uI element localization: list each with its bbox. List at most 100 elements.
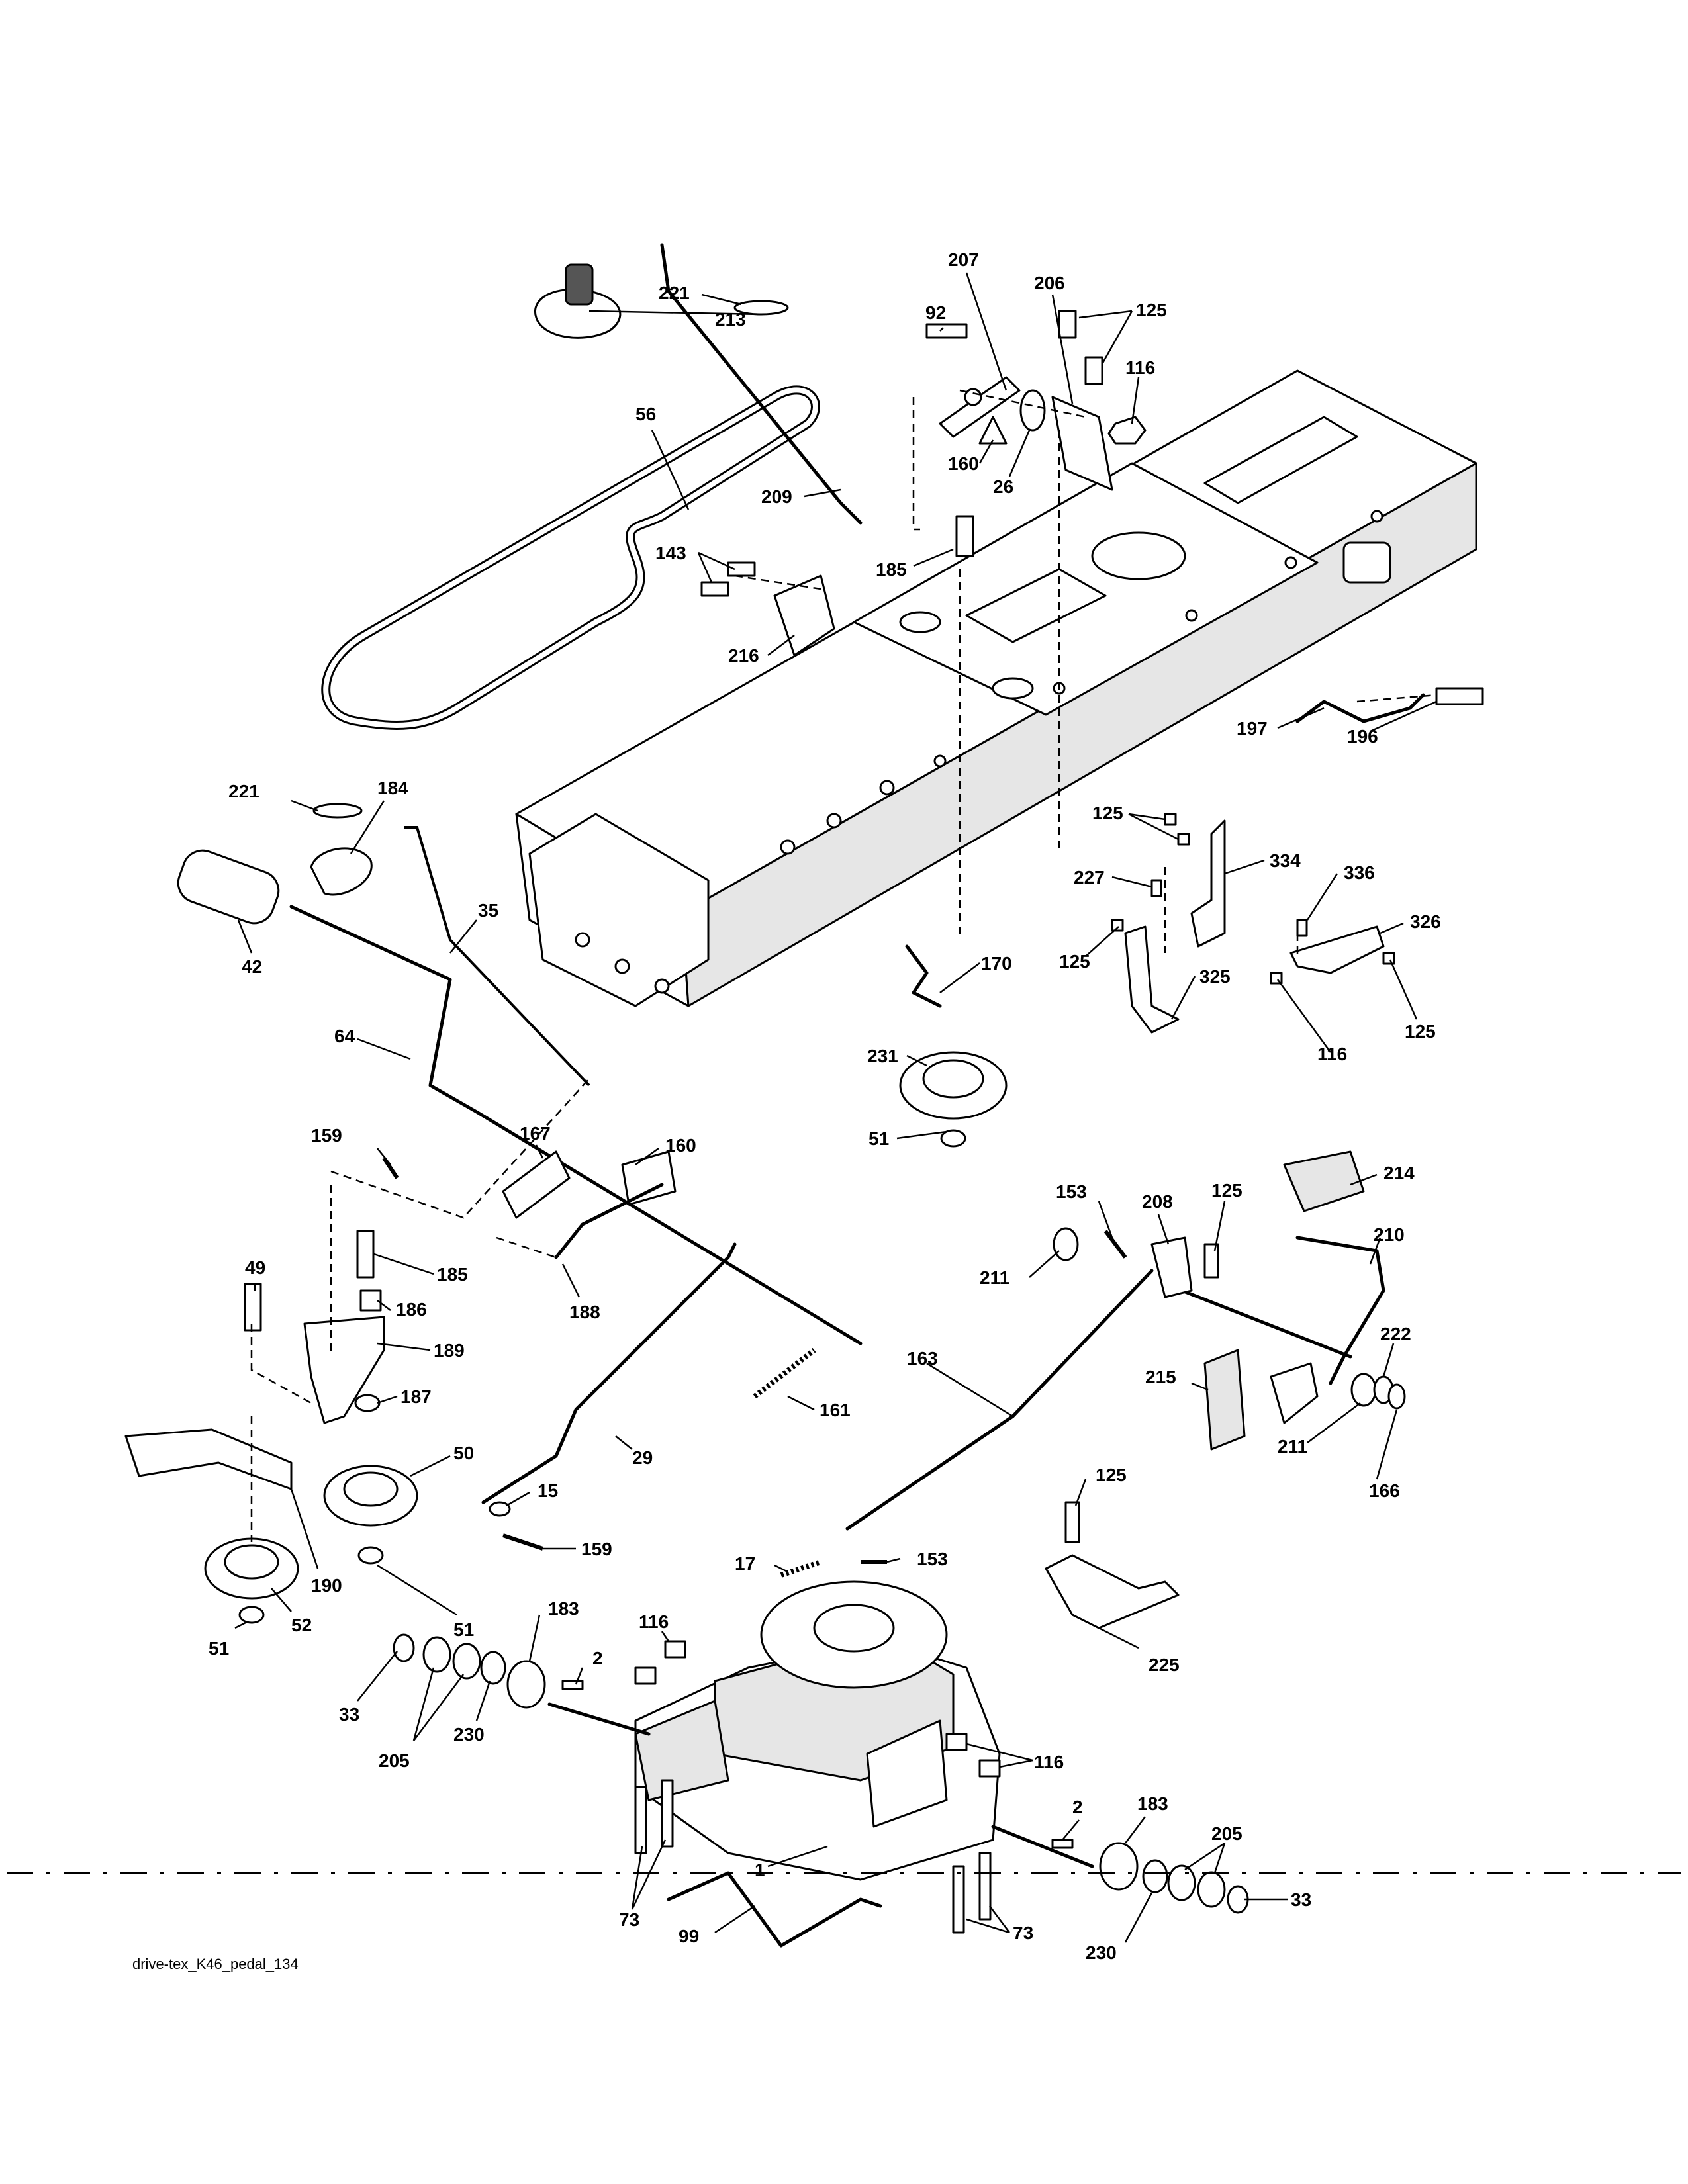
assembly-guides — [250, 389, 1437, 1542]
label-197: 197 — [1237, 718, 1268, 739]
label-15: 15 — [538, 1480, 558, 1501]
label-167: 167 — [520, 1123, 551, 1144]
label-213: 213 — [715, 309, 746, 330]
bushing-211-left — [1053, 1227, 1079, 1261]
label-56: 56 — [635, 404, 656, 424]
nuts-116-transmission — [634, 1640, 1001, 1778]
label-51-middle: 51 — [453, 1619, 474, 1640]
label-166: 166 — [1369, 1480, 1400, 1501]
label-325: 325 — [1199, 966, 1231, 987]
label-42: 42 — [242, 956, 262, 977]
label-159-lower: 159 — [581, 1539, 612, 1559]
label-29: 29 — [632, 1447, 653, 1468]
label-208: 208 — [1142, 1191, 1173, 1212]
label-17: 17 — [735, 1553, 755, 1574]
label-116-transmission: 116 — [639, 1612, 669, 1632]
transmission-1 — [634, 1580, 1001, 1881]
label-230-left: 230 — [453, 1724, 485, 1745]
clip-153-upper — [1103, 1230, 1127, 1259]
label-153-lower: 153 — [917, 1549, 948, 1569]
bracket-326 — [1289, 925, 1385, 974]
label-187: 187 — [400, 1387, 432, 1407]
label-161: 161 — [820, 1400, 851, 1420]
grip-42 — [177, 849, 280, 925]
label-326: 326 — [1410, 911, 1441, 932]
pulley-231 — [899, 1051, 1008, 1120]
label-230-right: 230 — [1086, 1942, 1117, 1963]
bracket-325 — [1124, 925, 1180, 1034]
bushing-211-right — [1350, 1373, 1377, 1407]
spring-161 — [753, 1347, 816, 1399]
pedal-bracket — [1270, 1362, 1319, 1424]
label-222: 222 — [1380, 1324, 1411, 1344]
label-185-top: 185 — [876, 559, 907, 580]
pad-215 — [1203, 1349, 1246, 1451]
axle-hardware-left — [393, 1633, 584, 1709]
label-52: 52 — [291, 1615, 312, 1635]
label-205-left: 205 — [379, 1751, 410, 1771]
label-160-top: 160 — [948, 453, 979, 474]
label-184: 184 — [377, 778, 408, 798]
bracket-189 — [303, 1316, 385, 1424]
rod-197 — [1295, 693, 1425, 723]
bracket-216 — [773, 574, 835, 657]
label-231: 231 — [867, 1046, 898, 1066]
bolt-185-top — [955, 515, 974, 557]
rod-29 — [481, 1242, 737, 1504]
label-73-left: 73 — [619, 1909, 639, 1930]
label-73-right: 73 — [1013, 1923, 1033, 1943]
shift-rod-209 — [660, 243, 863, 525]
label-334: 334 — [1270, 850, 1301, 871]
label-125-225: 125 — [1096, 1465, 1127, 1485]
label-210: 210 — [1374, 1224, 1405, 1245]
label-221-left: 221 — [228, 781, 259, 801]
drive-belt — [321, 385, 820, 730]
label-205-right: 205 — [1211, 1823, 1243, 1844]
label-33-left: 33 — [339, 1704, 359, 1725]
spring-26 — [1019, 389, 1046, 432]
bolt-125-pedal — [1203, 1243, 1219, 1279]
label-227: 227 — [1074, 867, 1105, 887]
label-211-left: 211 — [980, 1267, 1009, 1288]
bolt-185-left — [356, 1230, 375, 1279]
label-159-upper: 159 — [311, 1125, 342, 1146]
spring-170 — [905, 944, 942, 1008]
label-2-right: 2 — [1072, 1797, 1083, 1817]
label-211-right: 211 — [1278, 1436, 1307, 1457]
label-190: 190 — [311, 1575, 342, 1596]
label-125-top: 125 — [1136, 300, 1167, 320]
axle-left — [547, 1702, 651, 1736]
label-116-right-transmission: 116 — [1034, 1752, 1064, 1772]
rod-188 — [554, 1183, 664, 1259]
label-186: 186 — [396, 1299, 427, 1320]
pedal-shaft — [1163, 1282, 1352, 1359]
label-196: 196 — [1347, 726, 1378, 747]
label-216: 216 — [728, 645, 759, 666]
bolts-125-top — [1058, 310, 1103, 385]
nut-51-center — [940, 1129, 966, 1148]
washer-15 — [489, 1501, 511, 1517]
bracket-160-left — [621, 1150, 677, 1206]
rod-163 — [845, 1269, 1154, 1531]
label-206: 206 — [1034, 273, 1065, 293]
nut-51-middle — [357, 1546, 384, 1565]
bolts-143 — [700, 561, 756, 597]
frame-holes — [575, 510, 1383, 994]
label-2-left: 2 — [592, 1648, 603, 1668]
label-185-left: 185 — [437, 1264, 468, 1285]
label-163: 163 — [907, 1348, 938, 1369]
pedal-arm-210 — [1295, 1236, 1385, 1385]
washer-166 — [1387, 1383, 1406, 1410]
label-33-right: 33 — [1291, 1889, 1311, 1910]
label-116-top: 116 — [1125, 357, 1155, 378]
label-183-left: 183 — [548, 1598, 579, 1619]
pedal-pad-214 — [1283, 1150, 1365, 1212]
label-183-right: 183 — [1137, 1794, 1168, 1814]
bracket-190 — [124, 1428, 293, 1490]
leader-lines — [234, 272, 1437, 1943]
knob-213 — [534, 263, 622, 339]
bolt-125-225 — [1064, 1501, 1080, 1543]
bracket-207 — [939, 376, 1021, 438]
label-160-left: 160 — [665, 1135, 696, 1156]
